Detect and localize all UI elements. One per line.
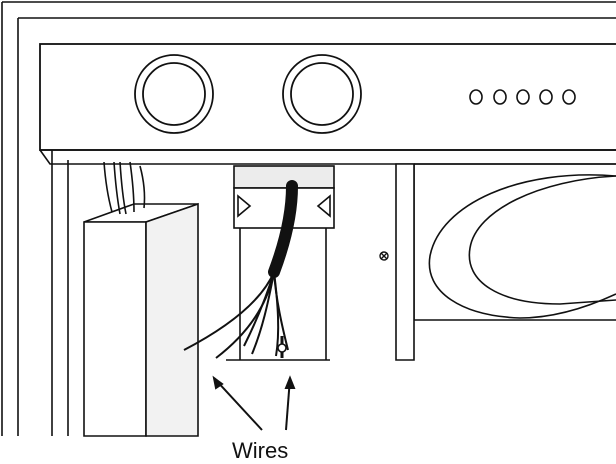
transformer-box bbox=[83, 161, 199, 437]
wires-label: Wires bbox=[232, 438, 288, 463]
cable-bundle bbox=[183, 180, 298, 359]
light-left bbox=[134, 54, 214, 134]
control-panel bbox=[39, 43, 616, 165]
screw-icon bbox=[379, 251, 389, 261]
light-right bbox=[282, 54, 362, 134]
hood-housing bbox=[1, 1, 616, 436]
blower-housing bbox=[395, 163, 616, 361]
control-buttons bbox=[469, 89, 576, 105]
callout-arrows bbox=[212, 375, 296, 431]
